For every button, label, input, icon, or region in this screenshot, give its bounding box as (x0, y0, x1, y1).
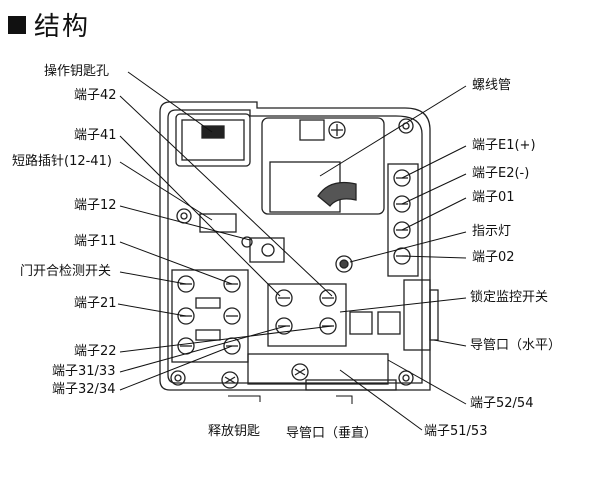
label-lock-switch: 锁定监控开关 (470, 290, 549, 305)
label-short-pin: 短路插针(12-41) (12, 154, 112, 169)
label-terminal-42: 端子42 (74, 88, 117, 103)
label-terminal-12: 端子12 (74, 198, 117, 213)
label-terminal-51-53: 端子51/53 (424, 424, 488, 439)
label-conduit-vertical: 导管口（垂直） (286, 426, 378, 441)
label-terminal-02: 端子02 (472, 250, 515, 265)
label-terminal-21: 端子21 (74, 296, 117, 311)
label-release-key: 释放钥匙 (208, 424, 261, 439)
label-terminal-41: 端子41 (74, 128, 117, 143)
header-square-icon (8, 15, 26, 34)
label-solenoid: 螺线管 (472, 78, 512, 93)
label-indicator: 指示灯 (472, 224, 512, 239)
label-terminal-e2: 端子E2(-) (472, 166, 530, 181)
label-door-switch: 门开合检测开关 (20, 264, 112, 279)
label-terminal-11: 端子11 (74, 234, 117, 249)
label-terminal-e1: 端子E1(+) (472, 138, 536, 153)
label-terminal-52-54: 端子52/54 (470, 396, 534, 411)
label-terminal-31-33: 端子31/33 (52, 364, 116, 379)
label-key-hole: 操作钥匙孔 (44, 64, 110, 79)
label-terminal-22: 端子22 (74, 344, 117, 359)
label-terminal-32-34: 端子32/34 (52, 382, 116, 397)
label-conduit-horizontal: 导管口（水平） (470, 338, 562, 353)
label-terminal-01: 端子01 (472, 190, 515, 205)
section-title: 结构 (34, 12, 91, 42)
section-header: 结构 (8, 6, 90, 43)
